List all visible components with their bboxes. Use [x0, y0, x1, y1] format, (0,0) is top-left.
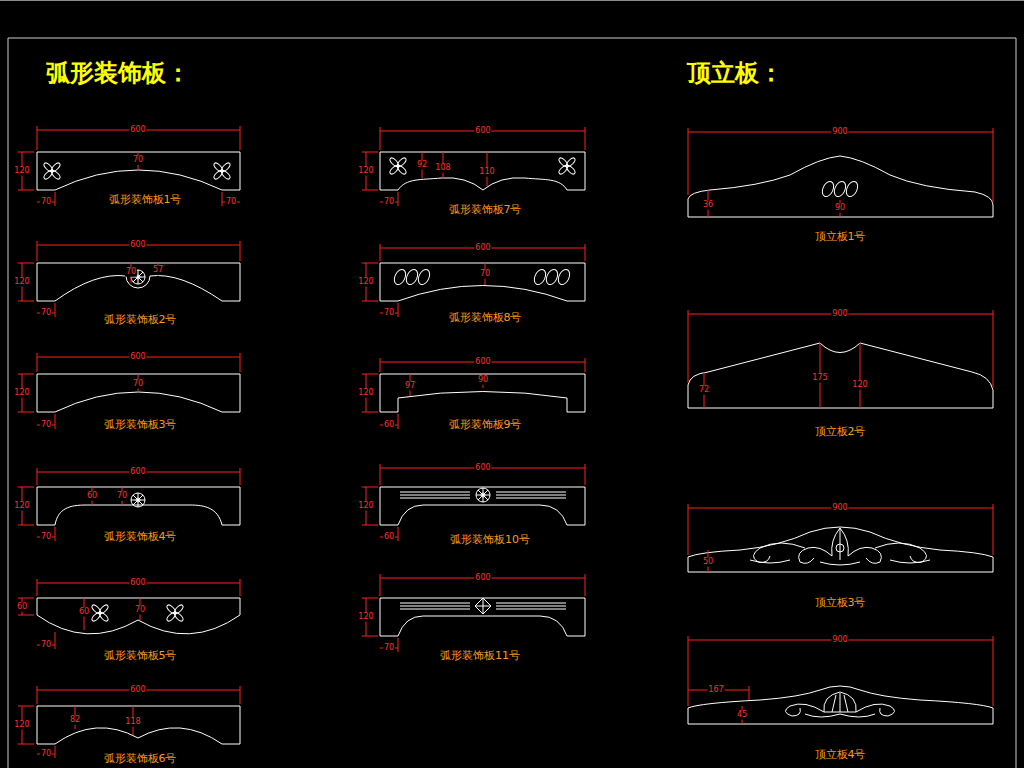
dimension-value: 600 — [474, 464, 491, 473]
dimension-value: 110 — [478, 168, 495, 177]
dimension-value: 70 — [383, 309, 395, 318]
dimension-value: 120 — [357, 389, 374, 398]
dimension-value: 70 — [40, 198, 52, 207]
dimension-value: 900 — [831, 636, 848, 645]
dimension-value: 36 — [702, 201, 714, 210]
dimension-value: 70 — [134, 606, 146, 615]
dimension-value: 60 — [383, 421, 395, 430]
panel-caption: 顶立板1号 — [815, 231, 866, 243]
dimension-value: 118 — [124, 718, 141, 727]
dimension-value: 600 — [129, 241, 146, 250]
dimension-value: 90 — [477, 376, 489, 385]
panel-caption: 弧形装饰板9号 — [449, 419, 522, 431]
dimension-value: 120 — [357, 502, 374, 511]
dimension-value: 70 — [132, 156, 144, 165]
dimension-value: 70 — [40, 641, 52, 650]
dimension-value: 900 — [831, 504, 848, 513]
dimension-value: 120 — [13, 389, 30, 398]
dimension-value: 60 — [383, 533, 395, 542]
dimension-value: 120 — [13, 167, 30, 176]
dimension-value: 90 — [834, 204, 846, 213]
dimension-value: 70 — [225, 198, 237, 207]
dimension-value: 120 — [357, 613, 374, 622]
dimension-value: 600 — [129, 126, 146, 135]
panel-caption: 弧形装饰板5号 — [104, 650, 177, 662]
dimension-value: 45 — [736, 711, 748, 720]
dimension-value: 97 — [404, 382, 416, 391]
panel-caption: 弧形装饰板6号 — [104, 753, 177, 765]
dimension-value: 900 — [831, 128, 848, 137]
dimension-value: 120 — [13, 721, 30, 730]
dimension-value: 600 — [474, 244, 491, 253]
dimension-value: 60 — [86, 492, 98, 501]
dimension-value: 60 — [16, 603, 28, 612]
dimension-value: 900 — [831, 310, 848, 319]
dimension-value: 70 — [40, 750, 52, 759]
panel-caption: 弧形装饰板2号 — [104, 314, 177, 326]
section-heading: 顶立板： — [687, 60, 783, 86]
panel-caption: 弧形装饰板8号 — [449, 312, 522, 324]
panel-caption: 顶立板4号 — [815, 749, 866, 761]
dimension-value: 72 — [698, 386, 710, 395]
panel-caption: 弧形装饰板3号 — [104, 419, 177, 431]
panel-caption: 顶立板3号 — [815, 597, 866, 609]
dimension-value: 70 — [383, 198, 395, 207]
dimension-value: 600 — [474, 574, 491, 583]
dimension-value: 70 — [116, 492, 128, 501]
dimension-value: 70 — [479, 270, 491, 279]
dimension-value: 120 — [851, 381, 868, 390]
dimension-value: 600 — [474, 358, 491, 367]
dimension-value: 82 — [69, 716, 81, 725]
dimension-value: 70 — [40, 421, 52, 430]
dimension-value: 70 — [40, 533, 52, 542]
dimension-value: 92 — [416, 161, 428, 170]
dimension-value: 60 — [78, 608, 90, 617]
panel-caption: 弧形装饰板7号 — [449, 204, 522, 216]
panel-caption: 弧形装饰板10号 — [450, 534, 530, 546]
dimension-value: 120 — [13, 502, 30, 511]
dimension-value: 120 — [357, 167, 374, 176]
dimension-value: 70 — [40, 309, 52, 318]
dimension-value: 600 — [129, 686, 146, 695]
dimension-value: 70 — [383, 644, 395, 653]
panel-caption: 弧形装饰板4号 — [104, 531, 177, 543]
dimension-value: 120 — [13, 278, 30, 287]
dimension-value: 175 — [811, 374, 828, 383]
dimension-value: 108 — [434, 164, 451, 173]
dimension-value: 600 — [474, 127, 491, 136]
dimension-value: 70 — [125, 268, 137, 277]
dimension-value: 167 — [707, 686, 724, 695]
dimension-value: 50 — [702, 558, 714, 567]
dimension-value: 70 — [132, 380, 144, 389]
panel-caption: 顶立板2号 — [815, 426, 866, 438]
panel-caption: 弧形装饰板11号 — [440, 650, 520, 662]
dimension-value: 120 — [357, 278, 374, 287]
panel-caption: 弧形装饰板1号 — [109, 194, 182, 206]
dimension-value: 600 — [129, 468, 146, 477]
dimension-value: 57 — [152, 266, 164, 275]
section-heading: 弧形装饰板： — [46, 60, 190, 86]
dimension-value: 600 — [129, 579, 146, 588]
dimension-value: 600 — [129, 353, 146, 362]
